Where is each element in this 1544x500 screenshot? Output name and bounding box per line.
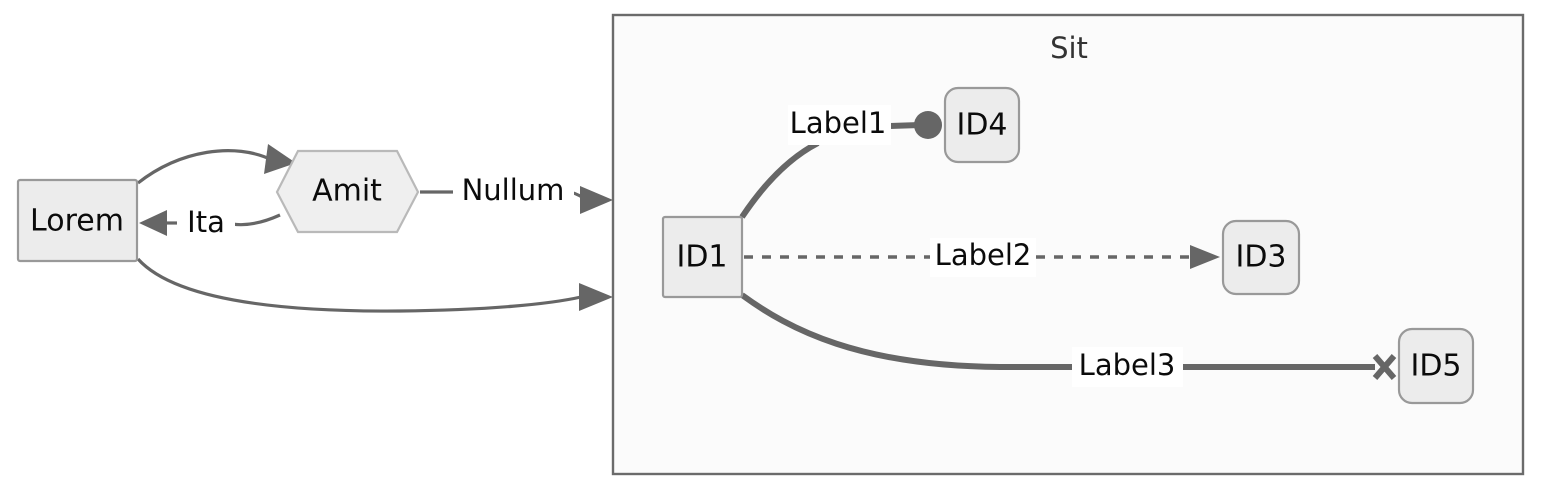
edge-id1-to-id5-left[interactable]	[740, 292, 1072, 370]
edge-lorem-to-amit[interactable]	[137, 149, 273, 185]
node-lorem[interactable]	[16, 178, 139, 263]
edge-label-bg-label1	[788, 105, 891, 145]
edge-lorem-to-cluster[interactable]	[136, 257, 582, 313]
node-label-lorem: Lorem	[30, 204, 124, 239]
edge-label-bg-ita	[177, 206, 235, 241]
node-id1[interactable]	[661, 215, 744, 299]
node-label-id5: ID5	[1410, 349, 1461, 384]
arrowhead-nullum	[580, 186, 613, 214]
node-amit[interactable]	[275, 149, 420, 234]
node-id5[interactable]	[1397, 327, 1475, 405]
node-id4[interactable]	[943, 86, 1021, 164]
edge-label-bg-label2	[930, 238, 1036, 277]
cluster-title: Sit	[1050, 31, 1088, 65]
node-label-id4: ID4	[956, 108, 1007, 143]
node-label-id1: ID1	[676, 240, 727, 275]
arrowhead-amit-to-lorem	[139, 210, 167, 236]
edge-label-ita: Ita	[187, 205, 225, 239]
edge-label-nullum: Nullum	[462, 173, 565, 207]
edge-id1-to-id4[interactable]	[739, 140, 820, 219]
edge-label-label3: Label3	[1079, 348, 1176, 382]
cluster-sit[interactable]	[611, 13, 1525, 476]
endpoint-circle-id4	[914, 111, 942, 139]
node-id3[interactable]	[1221, 219, 1301, 296]
edge-label-label1: Label1	[790, 106, 887, 140]
endpoint-cross-id5	[1372, 354, 1397, 380]
node-label-id3: ID3	[1235, 240, 1286, 275]
arrowhead-id3	[1190, 245, 1220, 269]
edge-amit-to-lorem-right[interactable]	[231, 213, 281, 227]
edge-label-label2: Label2	[935, 238, 1032, 272]
arrowhead-lorem-to-amit	[264, 144, 296, 174]
edge-label-bg-label3	[1072, 347, 1183, 387]
arrowhead-lorem-to-cluster	[579, 283, 613, 311]
edge-label-bg-nullum	[453, 174, 574, 211]
node-label-amit: Amit	[312, 174, 382, 209]
